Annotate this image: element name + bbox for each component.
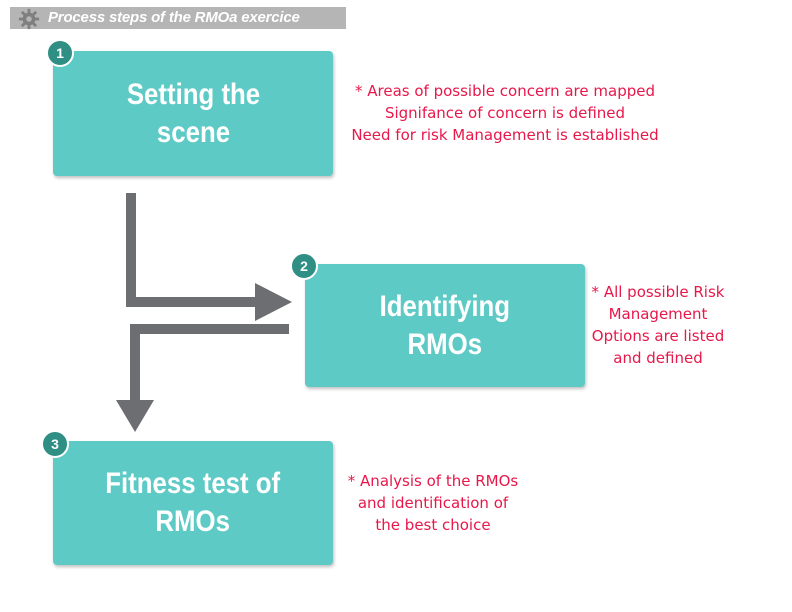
header-bar: Process steps of the RMOa exercice (10, 7, 346, 30)
step-3-note-line: and identification of (357, 494, 509, 512)
step-1-note-line: Need for risk Management is established (351, 126, 659, 144)
step-3-note-line: the best choice (375, 516, 491, 534)
step-2-box: Identifying RMOs (305, 264, 585, 387)
step-1-notes: * Areas of possible concern are mapped S… (340, 80, 670, 146)
page-title: Process steps of the RMOa exercice (48, 9, 300, 26)
step-3-badge: 3 (41, 430, 69, 458)
step-2-note-line: and defined (613, 349, 703, 367)
step-2-note-line: Options are listed (591, 327, 725, 345)
step-2-title: Identifying RMOs (379, 289, 511, 361)
step-1-badge: 1 (46, 39, 74, 67)
gear-icon (18, 8, 40, 30)
step-1-note-line: * Areas of possible concern are mapped (355, 82, 655, 100)
arrow-head-right (255, 283, 292, 321)
step-3-note-line: * Analysis of the RMOs (347, 472, 519, 490)
step-1-note-line: Signifance of concern is defined (384, 104, 626, 122)
step-2-note-line: Management (608, 305, 708, 323)
arrow-head-down (116, 400, 154, 432)
step-2-note-line: * All possible Risk (591, 283, 725, 301)
arrow-step2-to-step3 (130, 324, 289, 408)
step-3-number: 3 (51, 436, 59, 452)
step-2-badge: 2 (290, 252, 318, 280)
step-2-number: 2 (300, 258, 308, 274)
step-3-notes: * Analysis of the RMOs and identificatio… (338, 470, 528, 536)
step-1-number: 1 (56, 45, 64, 61)
arrow-step1-to-step2 (126, 193, 268, 307)
step-2-notes: * All possible Risk Management Options a… (588, 281, 728, 369)
step-1-title: Setting the scene (126, 77, 260, 149)
step-3-title: Fitness test of RMOs (105, 467, 281, 538)
step-3-box: Fitness test of RMOs (53, 441, 333, 565)
step-1-box: Setting the scene (53, 51, 333, 176)
